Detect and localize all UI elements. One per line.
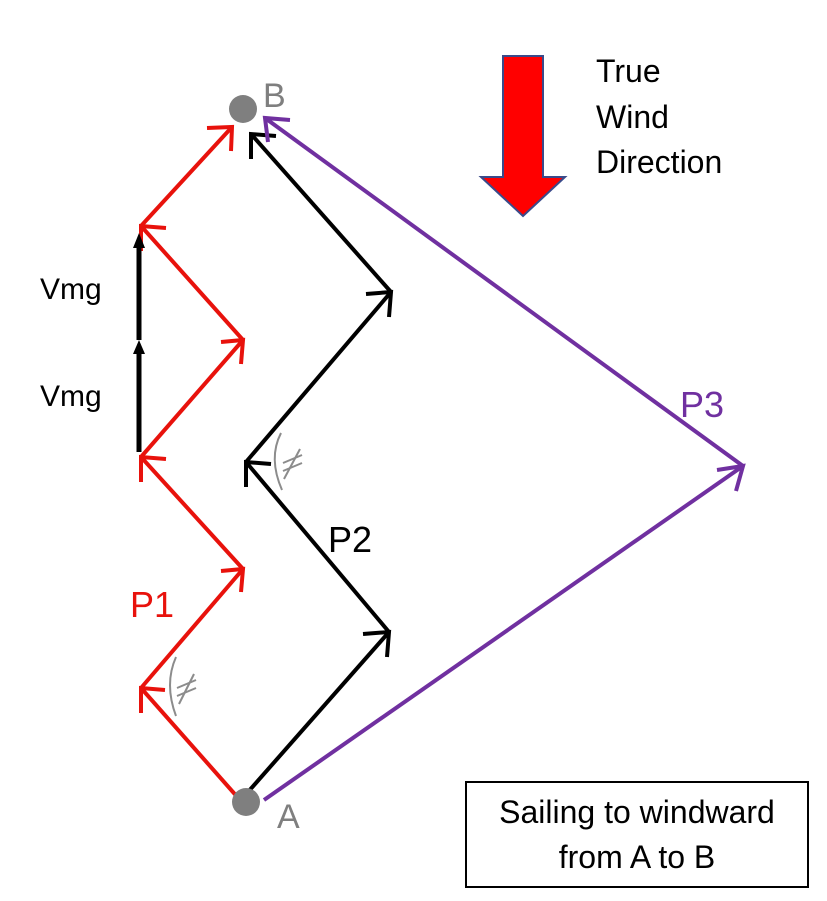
point-a [232, 788, 260, 816]
path-p3 [262, 115, 746, 802]
caption-line1: Sailing to windward [499, 794, 775, 830]
caption-line2: from A to B [559, 839, 716, 875]
point-a-label: A [277, 798, 300, 836]
vmg-arrows [133, 233, 145, 452]
vmg-label-lower: Vmg [40, 380, 102, 413]
angle-mark-p1 [169, 656, 197, 717]
path-p2-label: P2 [328, 519, 372, 560]
path-p2 [244, 131, 394, 794]
angle-mark-p2 [273, 432, 303, 491]
point-b [229, 95, 257, 123]
wind-label-line1: True [596, 53, 661, 89]
path-p3-label: P3 [680, 384, 724, 425]
point-b-label: B [263, 77, 286, 115]
path-p1-label: P1 [130, 584, 174, 625]
wind-direction-arrow [478, 55, 568, 218]
vmg-label-upper: Vmg [40, 273, 102, 306]
caption-box [465, 781, 809, 888]
wind-label-line2: Wind [596, 99, 669, 135]
path-p1 [139, 124, 246, 802]
wind-label-line3: Direction [596, 144, 722, 180]
